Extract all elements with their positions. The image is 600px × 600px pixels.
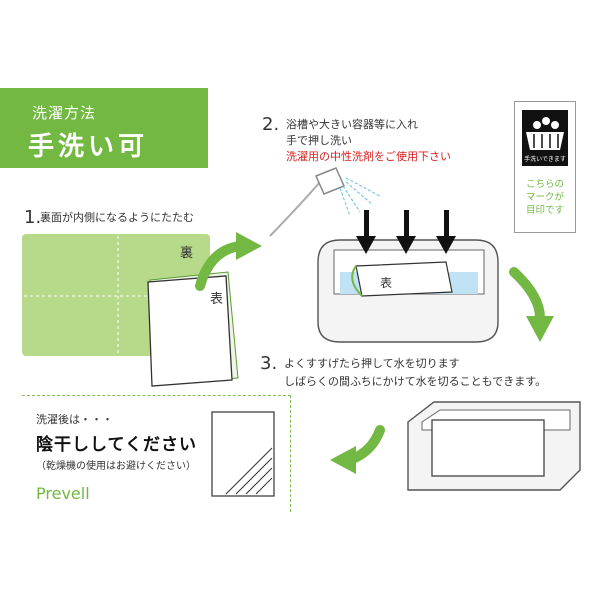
back-side-label: 裏	[180, 246, 194, 261]
header-band	[0, 88, 208, 168]
step1-number: 1.	[24, 207, 42, 228]
shade-dry-instruction: 陰干ししてください	[36, 435, 197, 455]
step3-number: 3.	[260, 353, 278, 374]
hand-wash-mark-icon	[522, 110, 568, 166]
arrow-step3-to-after	[330, 425, 385, 474]
folded-towel-illustration	[22, 234, 239, 387]
header-title: 洗濯方法	[32, 104, 97, 122]
tub-front-label: 表	[380, 276, 393, 290]
step3-line2: しばらくの間ふちにかけて水を切ることもできます。	[284, 375, 547, 388]
wash-tub-illustration	[317, 210, 499, 343]
mark-caption: こちらの マークが 目印です	[514, 178, 576, 217]
step1-text: 裏面が内側になるようにたたむ	[40, 211, 194, 224]
mark-caption-line2: マークが	[525, 192, 564, 203]
hand-wash-mark-box	[514, 101, 576, 233]
step2-detergent-note: 洗濯用の中性洗剤をご使用下さい	[286, 150, 451, 163]
mark-caption-line3: 目印です	[525, 205, 564, 216]
step2-line2: 手で押し洗い	[286, 134, 352, 147]
arrow-step1-to-step2	[195, 232, 262, 291]
header-subtitle: 手洗い可	[28, 132, 149, 162]
shower-illustration	[269, 167, 381, 237]
step3-line1: よくすすげたら押して水を切ります	[284, 357, 460, 370]
arrow-step2-to-step3	[509, 267, 554, 342]
brand-logo: Prevell	[36, 484, 90, 503]
mark-caption-line1: こちらの	[525, 179, 564, 190]
step2-line1: 浴槽や大きい容器等に入れ	[286, 118, 418, 131]
mark-icon-label: 手洗いできます	[524, 156, 566, 163]
front-side-label: 表	[210, 292, 224, 307]
drain-tub-illustration	[407, 401, 581, 491]
after-washing-box	[22, 395, 291, 512]
step2-number: 2.	[262, 114, 280, 135]
after-washing-label: 洗濯後は・・・	[36, 413, 113, 426]
shade-dry-illustration	[211, 411, 275, 497]
dryer-warning: （乾燥機の使用はお避けください）	[36, 461, 196, 472]
